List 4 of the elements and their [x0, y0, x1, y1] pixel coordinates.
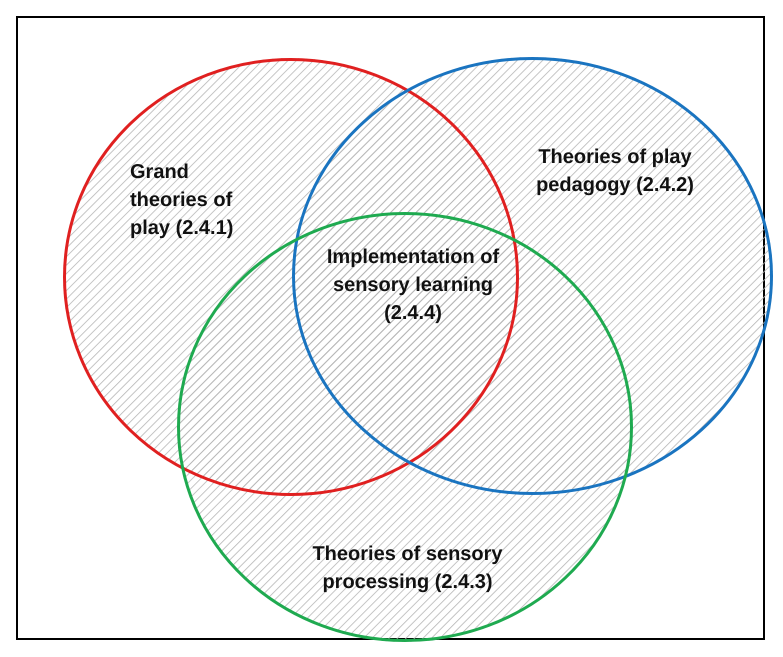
overlap-label: Implementation of sensory learning (2.4.4) — [326, 245, 500, 326]
set-label: Grand theories of play (2.4.1) — [130, 160, 234, 241]
set-label: Theories of sensory processing (2.4.3) — [311, 542, 504, 595]
set-label: Theories of play pedagogy (2.4.2) — [535, 145, 695, 198]
